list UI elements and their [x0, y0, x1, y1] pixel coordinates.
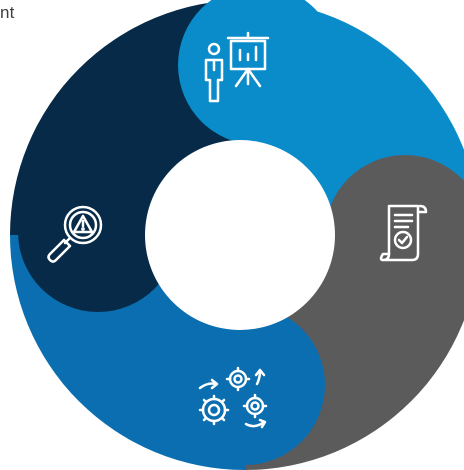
lobe-gray	[325, 155, 464, 315]
presentation-icon	[204, 31, 270, 103]
center-hole	[145, 140, 335, 330]
lobe-dark-navy	[18, 152, 178, 312]
gears-process-icon	[198, 366, 268, 429]
partial-heading: nt	[0, 3, 15, 22]
search-warning-icon	[47, 205, 103, 263]
certificate-document-icon	[379, 204, 428, 262]
lobe-light-blue	[178, 0, 338, 145]
